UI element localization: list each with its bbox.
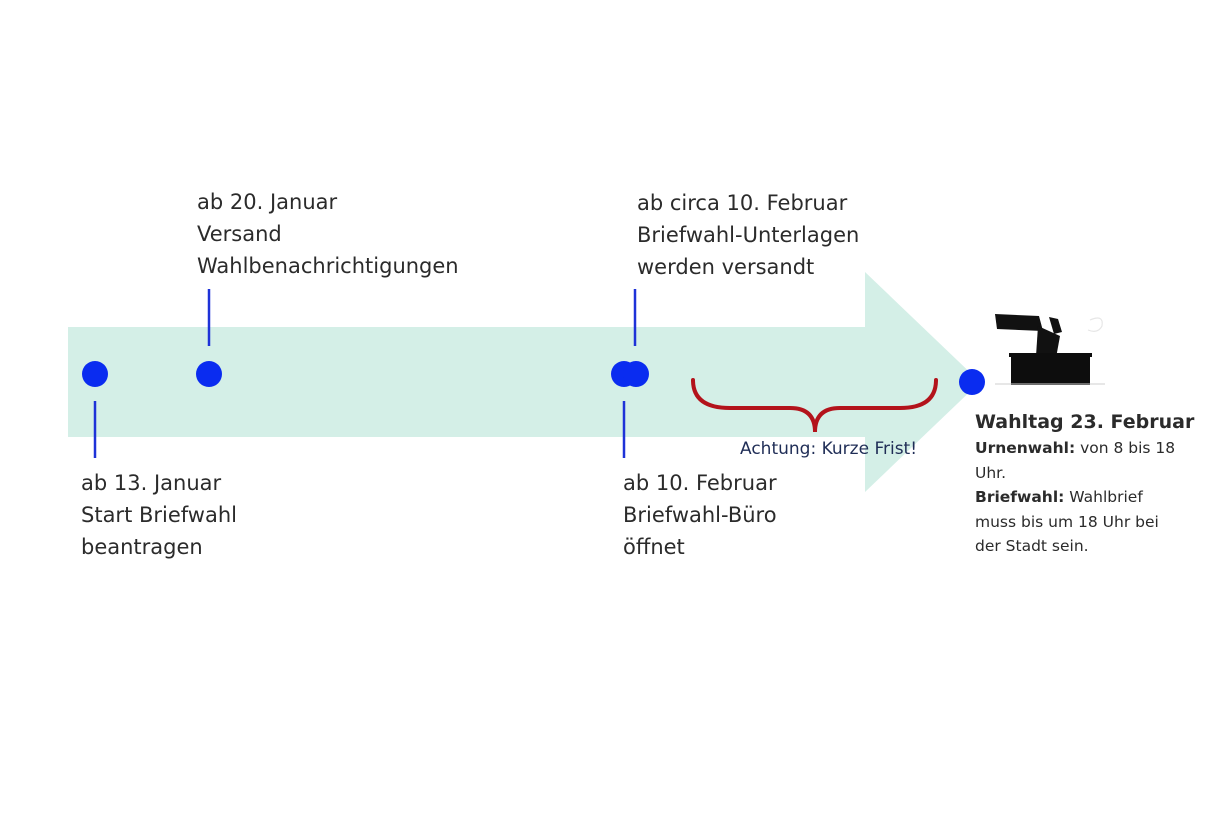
timeline-arrow <box>68 272 980 492</box>
event-feb10-documents-date: ab circa 10. Februar <box>637 191 848 215</box>
urn-vote-label: Urnenwahl: <box>975 439 1076 457</box>
event-jan13-line-2: beantragen <box>81 535 203 559</box>
postal-vote-text-3: der Stadt sein. <box>975 537 1089 555</box>
event-feb10-office-date: ab 10. Februar <box>623 471 777 495</box>
postal-vote-text-1: Wahlbrief <box>1069 488 1143 506</box>
election-day-info: Wahltag 23. Februar Urnenwahl: von 8 bis… <box>975 408 1215 559</box>
event-jan13-line-1: Start Briefwahl <box>81 503 237 527</box>
event-feb10-documents-line-2: werden versandt <box>637 255 815 279</box>
event-jan13-label: ab 13. Januar Start Briefwahl beantragen <box>81 467 237 563</box>
event-feb10-office-line-1: Briefwahl-Büro <box>623 503 777 527</box>
event-jan20-line-2: Wahlbenachrichtigungen <box>197 254 459 278</box>
deadline-brace <box>691 378 938 433</box>
urn-vote-text-1: von 8 bis 18 <box>1080 439 1176 457</box>
election-day-title: Wahltag 23. Februar <box>975 411 1195 433</box>
event-feb10-documents-line-1: Briefwahl-Unterlagen <box>637 223 860 247</box>
marker-election-day <box>959 369 985 395</box>
urn-vote-line-1: Urnenwahl: von 8 bis 18 <box>975 436 1215 461</box>
ballot-box-icon <box>995 314 1105 385</box>
event-feb10-documents-label: ab circa 10. Februar Briefwahl-Unterlage… <box>637 187 859 283</box>
event-feb10-office-line-2: öffnet <box>623 535 685 559</box>
deadline-warning: Achtung: Kurze Frist! <box>740 439 918 459</box>
event-jan20-line-1: Versand <box>197 222 282 246</box>
marker-jan13 <box>82 361 108 387</box>
urn-vote-text-2: Uhr. <box>975 463 1007 482</box>
marker-jan20 <box>196 361 222 387</box>
postal-vote-text-2: muss bis um 18 Uhr bei <box>975 512 1159 531</box>
postal-vote-label: Briefwahl: <box>975 488 1065 506</box>
event-jan13-date: ab 13. Januar <box>81 471 222 495</box>
postal-vote-line-1: Briefwahl: Wahlbrief <box>975 485 1215 510</box>
marker-feb10-documents <box>623 361 649 387</box>
event-jan20-label: ab 20. Januar Versand Wahlbenachrichtigu… <box>197 186 459 282</box>
event-jan20-date: ab 20. Januar <box>197 190 338 214</box>
event-feb10-office-label: ab 10. Februar Briefwahl-Büro öffnet <box>623 467 777 563</box>
